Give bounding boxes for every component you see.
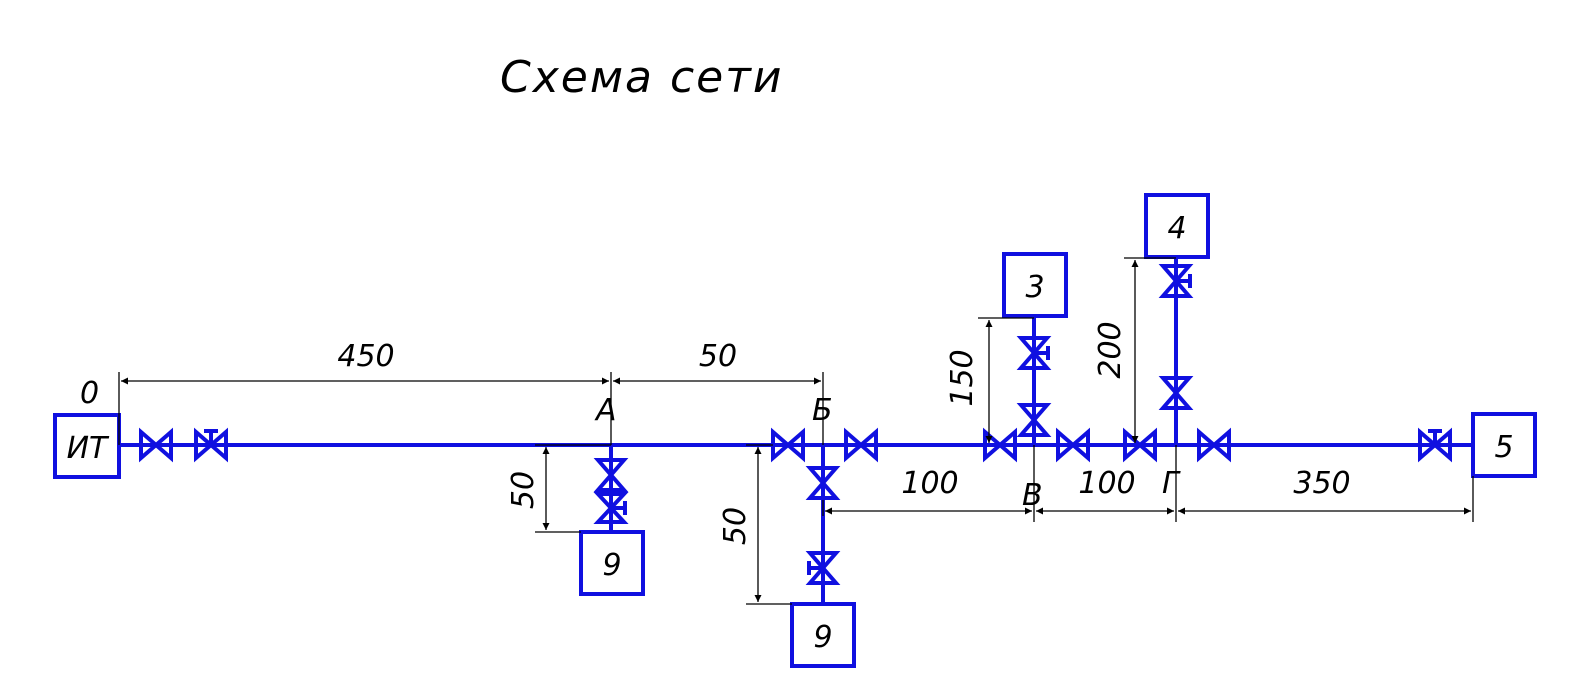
valve-icon <box>1158 376 1194 410</box>
consumer-9a-label: 9 <box>602 548 621 583</box>
consumer-3-label: 3 <box>1025 270 1044 305</box>
valve-icon <box>1016 403 1052 437</box>
valve-icon <box>844 427 878 463</box>
control-valve-icon <box>593 492 629 524</box>
valve-icon <box>805 466 841 500</box>
node-label-0: 0 <box>80 376 99 411</box>
dim-label-v-3: 150 <box>945 349 980 406</box>
control-valve-icon <box>1016 336 1052 370</box>
dimension-lines <box>118 257 1474 605</box>
consumer-9b-label: 9 <box>813 620 832 655</box>
valves <box>139 264 1452 585</box>
dim-label-a-9: 50 <box>506 471 541 509</box>
valve-icon <box>983 427 1017 463</box>
consumer-5-label: 5 <box>1494 430 1513 465</box>
valve-icon <box>139 427 173 463</box>
consumer-9a-box <box>579 530 645 596</box>
consumer-5-box <box>1471 412 1537 478</box>
dim-label-a-b: 50 <box>699 339 737 374</box>
dim-label-g-5: 350 <box>1293 466 1350 501</box>
heat-source-box <box>53 413 121 479</box>
pipelines <box>120 258 1472 604</box>
consumer-9b-box <box>790 602 856 668</box>
node-labels: 0 А Б В Г <box>80 376 1181 513</box>
valve-icon <box>771 427 805 463</box>
dim-label-0-a: 450 <box>337 339 394 374</box>
control-valve-icon <box>805 551 841 585</box>
consumer-4-box <box>1144 193 1210 259</box>
consumer-4-label: 4 <box>1167 211 1186 246</box>
control-valve-icon <box>1418 427 1452 463</box>
dim-label-b-9: 50 <box>718 507 753 545</box>
dim-label-g-4: 200 <box>1093 321 1128 378</box>
consumer-3-box <box>1002 252 1068 318</box>
valve-icon <box>593 458 629 492</box>
control-valve-icon <box>1158 264 1194 298</box>
dim-label-v-g: 100 <box>1078 466 1135 501</box>
heat-source-label: ИТ <box>67 431 110 466</box>
node-label-v: В <box>1022 478 1043 513</box>
dim-label-b-v: 100 <box>901 466 958 501</box>
control-valve-icon <box>194 427 228 463</box>
boxes: ИТ 3 4 5 9 9 <box>53 193 1537 668</box>
scheme-title: Схема сети <box>500 52 783 103</box>
node-label-g: Г <box>1162 466 1181 501</box>
valve-icon <box>1123 427 1157 463</box>
valve-icon <box>1197 427 1231 463</box>
node-label-b: Б <box>812 393 833 428</box>
dimension-labels: 450 50 100 100 350 50 50 150 200 <box>337 321 1350 545</box>
node-label-a: А <box>594 393 617 428</box>
valve-icon <box>1056 427 1090 463</box>
